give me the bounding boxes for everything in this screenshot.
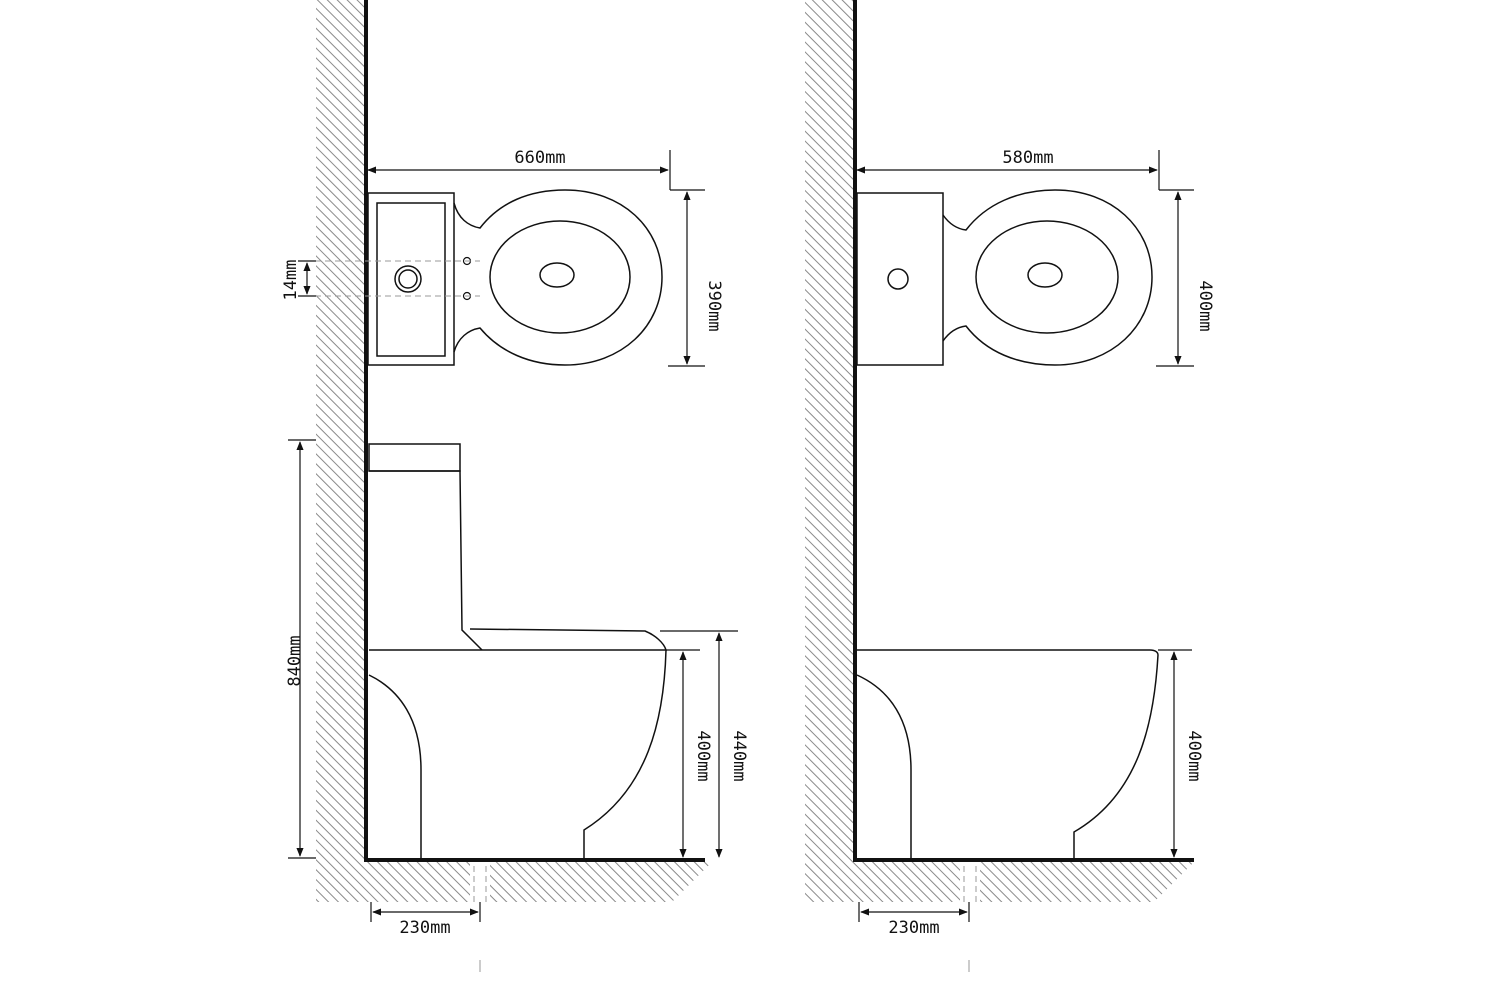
left-flush-button — [394, 265, 422, 293]
left-top-view — [305, 189, 663, 366]
right-seat-top — [857, 649, 1159, 656]
label-seat-height-400-right: 400mm — [1184, 730, 1204, 781]
label-outlet-230-right: 230mm — [888, 918, 939, 938]
right-flush-button — [887, 268, 909, 290]
left-seat-lid — [369, 628, 667, 651]
left-drain-gap — [470, 862, 490, 904]
label-depth-390: 390mm — [704, 280, 724, 331]
left-tank-body — [369, 470, 483, 651]
left-seat-ring — [489, 220, 631, 334]
label-seat-height-400-left: 400mm — [693, 730, 713, 781]
right-wall-line — [853, 0, 1194, 862]
label-width-660: 660mm — [514, 148, 565, 168]
right-floor-hatch — [805, 862, 1194, 902]
label-lid-height-440: 440mm — [729, 730, 749, 781]
right-seat-ring — [975, 220, 1119, 334]
left-side-view — [368, 443, 667, 860]
right-side-view — [856, 649, 1159, 860]
left-foot-curve — [368, 674, 422, 860]
left-assembly: 660mm 390mm 14mm 840mm 400mm 440mm — [281, 0, 749, 972]
right-dimensions: 580mm 400mm 400mm 230mm — [856, 148, 1215, 972]
left-bowl-body — [583, 649, 667, 860]
left-wall-hatch — [316, 0, 364, 862]
label-outlet-230-left: 230mm — [399, 918, 450, 938]
label-depth-400: 400mm — [1195, 280, 1215, 331]
label-width-580: 580mm — [1002, 148, 1053, 168]
right-drain-gap — [960, 862, 980, 904]
right-tank-outline — [856, 192, 944, 366]
right-drain-oval — [1027, 262, 1063, 288]
label-height-840: 840mm — [285, 635, 305, 686]
right-top-view — [856, 189, 1153, 366]
right-assembly: 580mm 400mm 400mm 230mm — [805, 0, 1215, 972]
left-dimensions: 660mm 390mm 14mm 840mm 400mm 440mm — [281, 148, 749, 972]
label-hole-spacing-14: 14mm — [281, 260, 301, 301]
right-bowl-body — [1073, 654, 1159, 860]
left-tank-lid — [376, 202, 446, 357]
right-bowl-outline — [942, 189, 1153, 366]
right-foot-curve — [856, 674, 912, 860]
right-wall-hatch — [805, 0, 853, 862]
left-tank-cap — [368, 443, 461, 472]
left-bowl-outline — [453, 189, 663, 366]
left-wall-line — [364, 0, 705, 862]
left-tank-outline — [367, 192, 455, 366]
left-drain-oval — [539, 262, 575, 288]
left-floor-hatch — [316, 862, 712, 902]
